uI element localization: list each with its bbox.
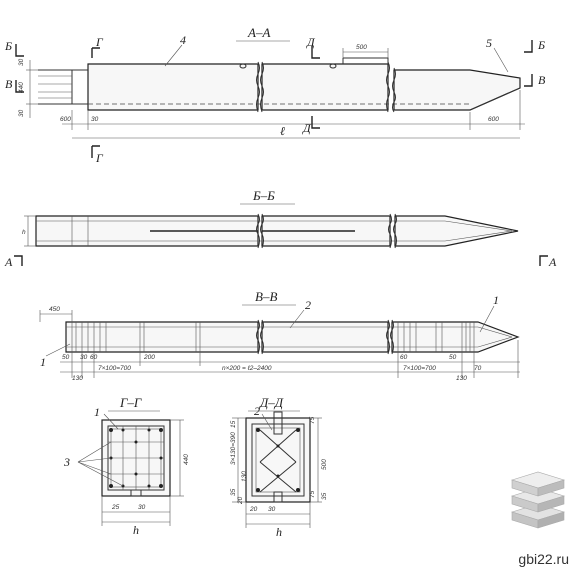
dd-dim-35-r: 35 (321, 492, 328, 500)
dim-130: 130 (72, 375, 83, 382)
dd-callout-2: 2 (254, 404, 260, 418)
dd-dim-75-bot: 75 (309, 490, 316, 498)
vv-callout-1-right: 1 (493, 293, 499, 307)
mark-v-right: В (538, 73, 546, 87)
dim-h: h (22, 229, 26, 236)
dim-30-bot: 30 (18, 109, 25, 117)
gg-callout-1: 1 (94, 405, 100, 419)
gg-callout-3: 3 (63, 455, 70, 469)
section-dd-title: Д–Д (258, 395, 284, 410)
gg-dim-440: 440 (183, 454, 190, 465)
dd-dim-130: 130 (241, 471, 248, 482)
dim-50-r: 50 (449, 354, 457, 361)
dd-dim-75-top: 75 (309, 416, 316, 424)
dd-dim-20-b: 20 (249, 506, 258, 513)
dim-30: 30 (91, 116, 99, 123)
vv-callout-2: 2 (305, 298, 311, 312)
dim-600-left: 600 (60, 116, 71, 123)
section-gg: Г–Г 1 3 440 (63, 395, 190, 537)
dd-dim-3x130: 3×130=390 (230, 432, 237, 465)
dim-n200: n×200 = ℓ2–2400 (222, 365, 272, 372)
section-aa: А–А 4 5 500 (4, 25, 546, 165)
gg-dim-h: h (133, 523, 139, 537)
mark-d-top: Д (306, 35, 316, 49)
mark-a-left: А (4, 255, 13, 269)
section-gg-title: Г–Г (119, 395, 142, 410)
dim-70-r: 70 (474, 365, 482, 372)
section-vv: В–В 2 1 1 (39, 289, 520, 382)
mark-b-right: Б (537, 38, 545, 52)
dim-7x100-right: 7×100=700 (403, 365, 436, 372)
dim-30: 30 (80, 354, 88, 361)
section-bb: Б–Б h А А (4, 188, 557, 269)
mark-d-bot: Д (302, 121, 312, 135)
callout-5: 5 (486, 36, 492, 50)
mark-a-right: А (548, 255, 557, 269)
dd-dim-30: 30 (268, 506, 276, 513)
section-aa-title: А–А (247, 25, 270, 40)
callout-4: 4 (180, 33, 186, 47)
dim-30-top: 30 (18, 58, 25, 66)
dd-dim-h: h (276, 525, 282, 539)
watermark: gbi22.ru (518, 551, 569, 567)
mark-b-left: Б (4, 39, 12, 53)
dim-60: 60 (90, 354, 98, 361)
dim-200: 200 (143, 354, 155, 361)
dd-dim-500: 500 (321, 459, 328, 470)
dim-450: 450 (49, 306, 60, 313)
dim-600-right: 600 (488, 116, 499, 123)
dim-130-r: 130 (456, 375, 467, 382)
dd-dim-15-top: 15 (230, 420, 237, 428)
section-bb-title: Б–Б (252, 188, 275, 203)
dim-500: 500 (356, 44, 367, 51)
gg-dim-30: 30 (138, 504, 146, 511)
dim-60-r: 60 (400, 354, 408, 361)
vv-callout-1-left: 1 (40, 355, 46, 369)
dd-dim-20-l: 20 (237, 496, 244, 505)
dim-440: 440 (18, 82, 25, 93)
dim-50: 50 (62, 354, 70, 361)
mark-g-bot: Г (95, 151, 104, 165)
section-vv-title: В–В (255, 289, 277, 304)
section-dd: Д–Д 2 15 3×130=390 130 35 20 500 75 75 (230, 395, 328, 539)
dim-l: ℓ (280, 124, 285, 138)
gg-dim-25: 25 (111, 504, 120, 511)
slab-stack-icon (510, 471, 566, 529)
dim-7x100-left: 7×100=700 (98, 365, 131, 372)
mark-g-top: Г (95, 35, 104, 49)
dd-dim-35: 35 (230, 488, 237, 496)
mark-v-left: В (5, 77, 13, 91)
